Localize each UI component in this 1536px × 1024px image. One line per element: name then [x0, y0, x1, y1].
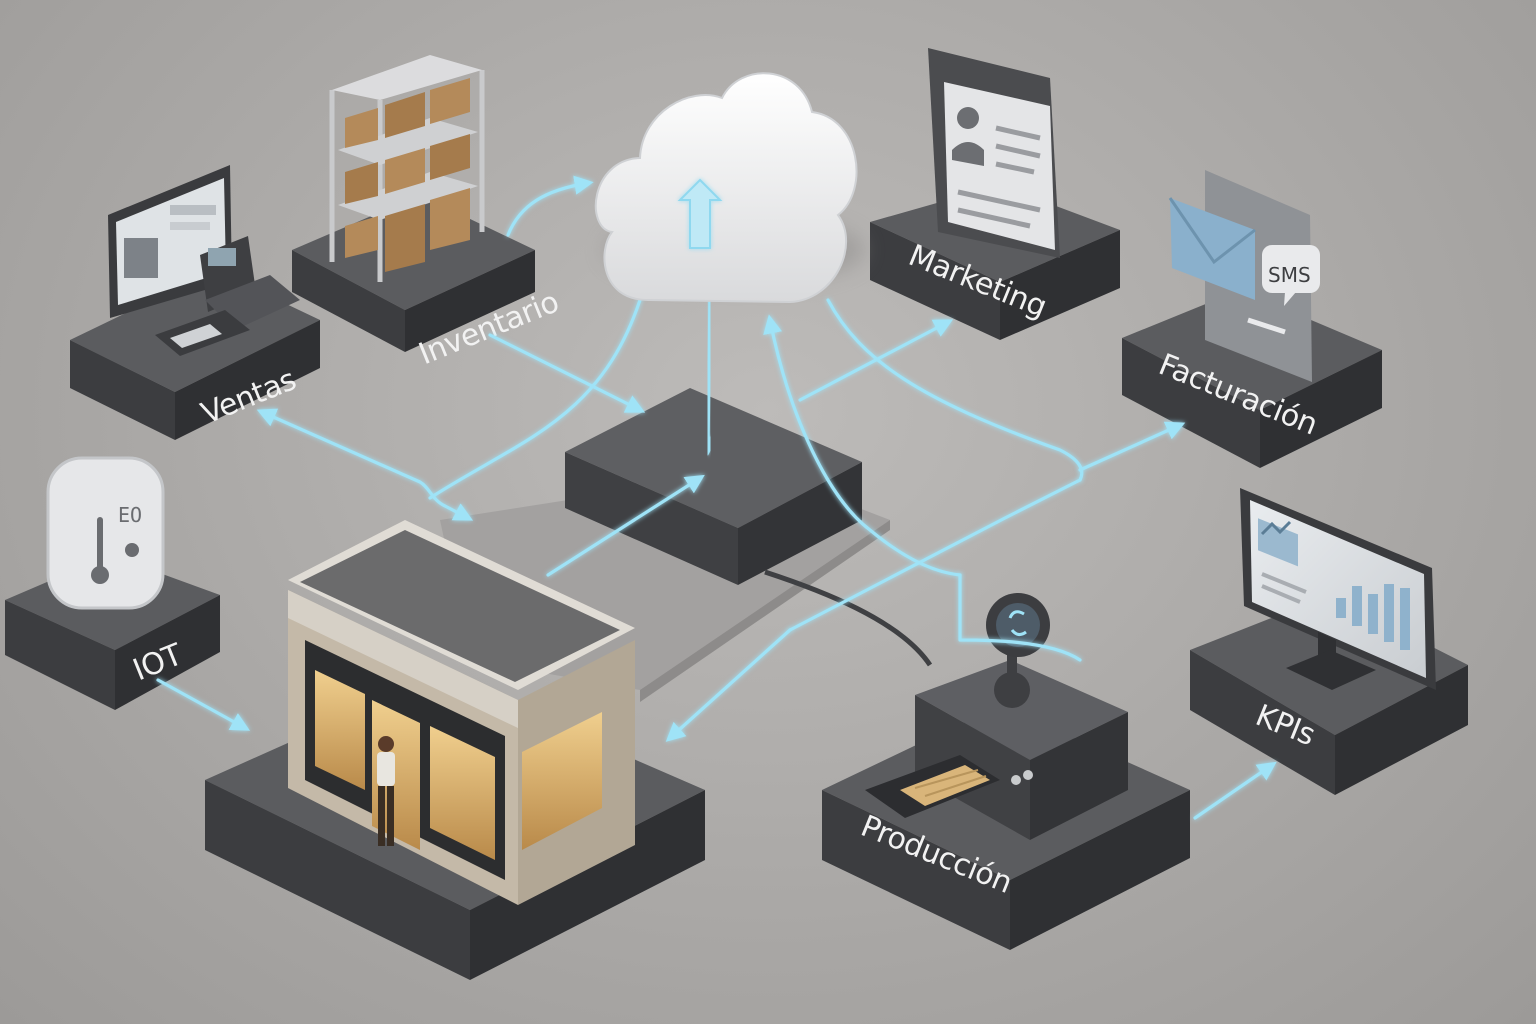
svg-text:EO: EO	[118, 503, 142, 527]
hub-cable	[764, 569, 933, 667]
kpis-node[interactable]: KPIs	[1190, 488, 1468, 795]
email-sms-icon: SMS	[1168, 170, 1320, 382]
facturacion-node[interactable]: SMS Facturación	[1122, 170, 1382, 468]
produccion-node[interactable]: Producción	[822, 593, 1190, 950]
storefront-icon	[288, 520, 635, 905]
ventas-node[interactable]: Ventas	[70, 165, 320, 440]
profile-card-icon	[928, 48, 1060, 258]
thermostat-sensor-icon: EO	[46, 456, 165, 610]
sms-bubble-text: SMS	[1268, 263, 1311, 287]
iot-node[interactable]: EO IOT	[5, 456, 220, 710]
dashboard-monitor-icon	[1240, 488, 1436, 690]
inventario-node[interactable]: Inventario	[292, 55, 564, 372]
central-hub[interactable]	[565, 388, 862, 585]
person-figure	[377, 736, 395, 846]
3d-printer-icon	[865, 593, 1128, 840]
cloud-upload-icon	[594, 72, 865, 304]
flow-lines	[156, 175, 1277, 820]
pos-terminal-icon	[108, 165, 300, 356]
marketing-node[interactable]: Marketing	[870, 48, 1120, 340]
storage-shelf-icon	[329, 55, 485, 282]
storefront-node[interactable]	[205, 520, 705, 980]
